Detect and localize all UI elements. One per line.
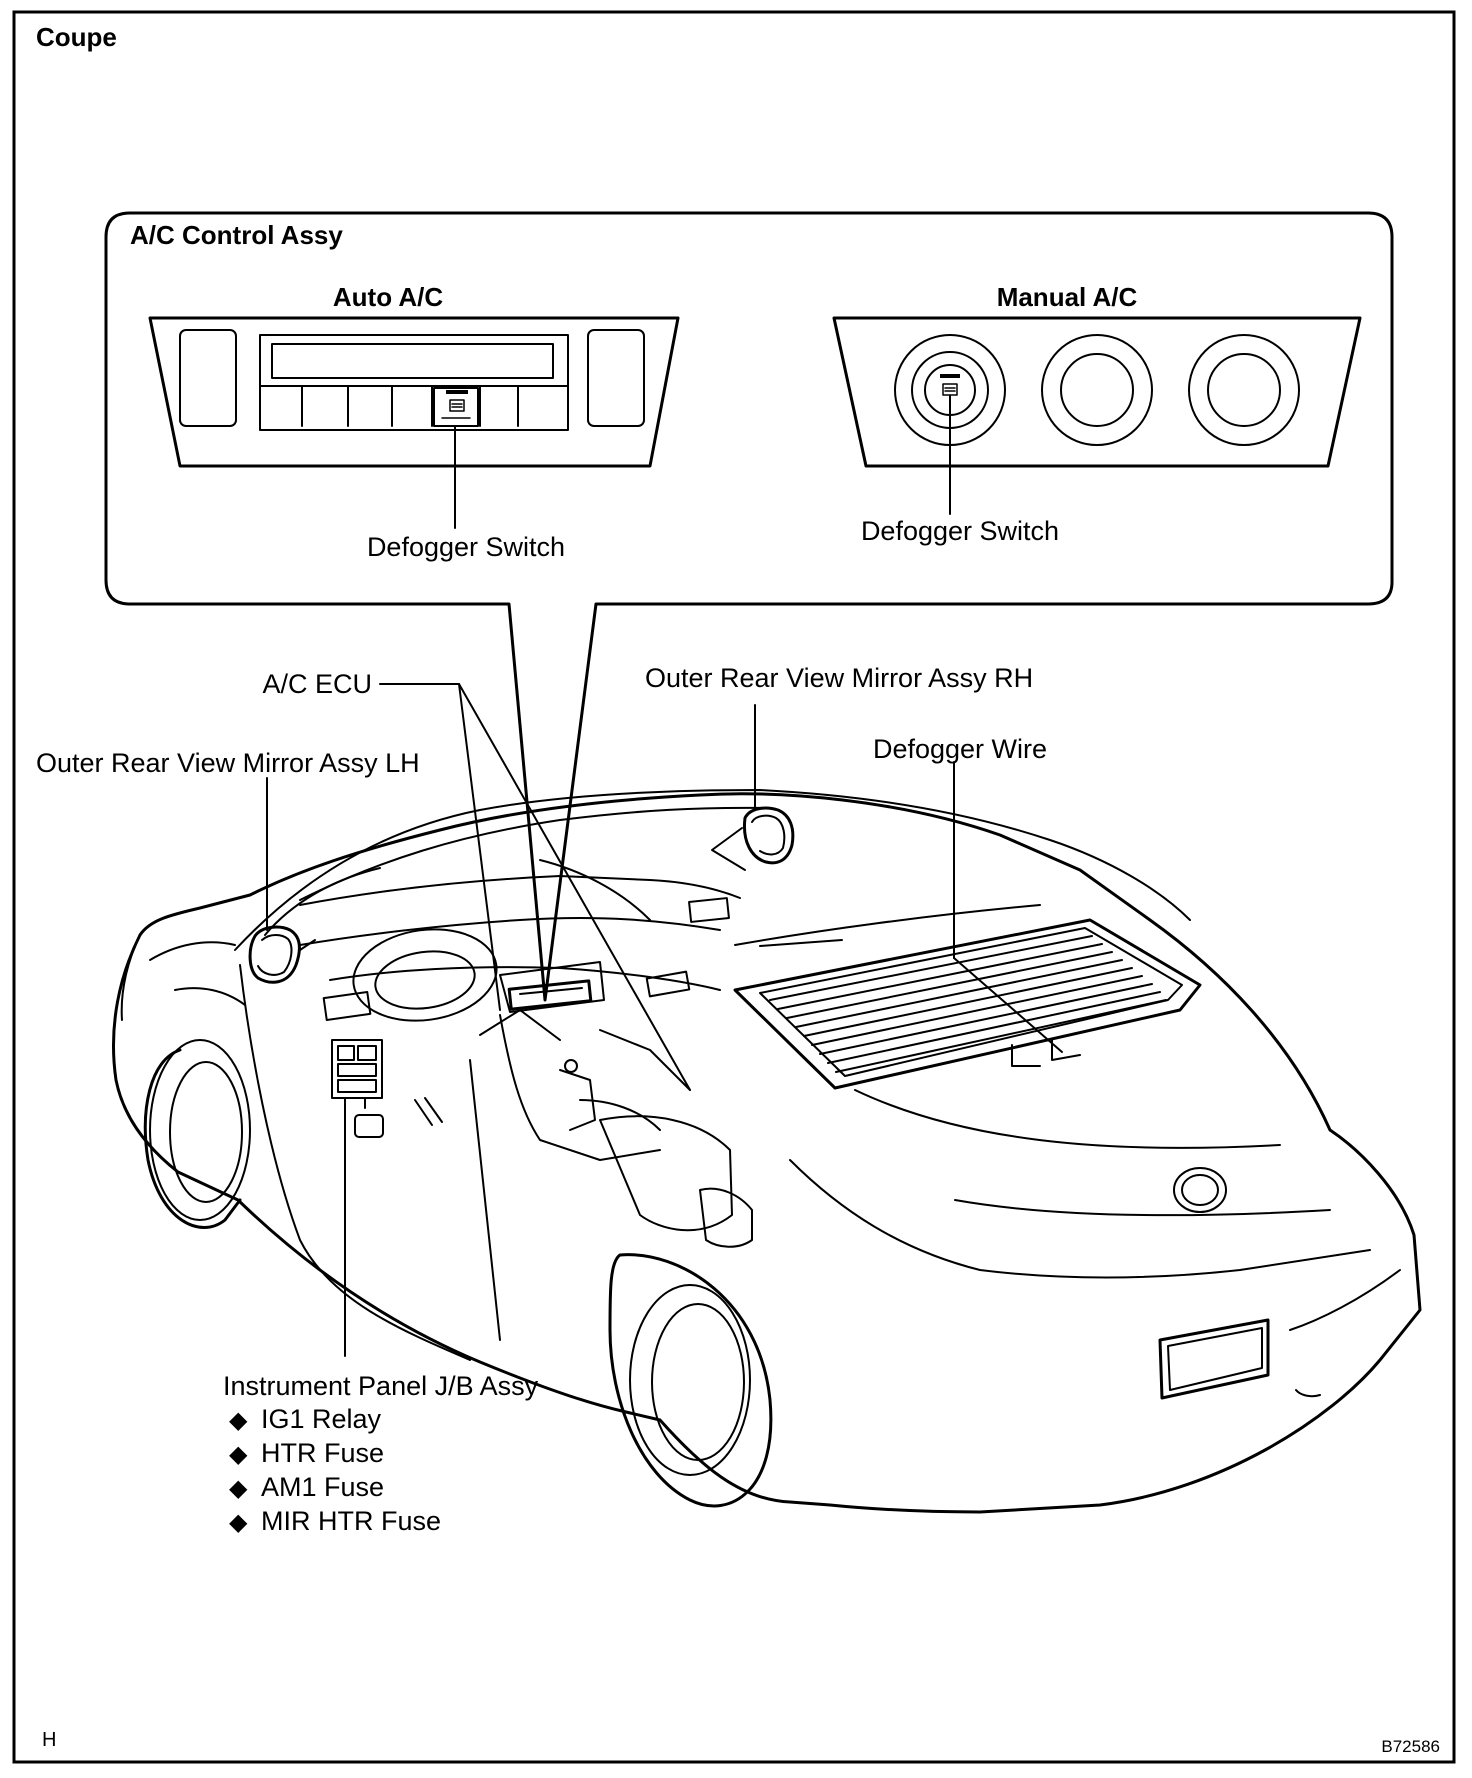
jb-item-list: ◆ IG1 Relay ◆ HTR Fuse ◆ AM1 Fuse ◆ MIR … <box>229 1404 441 1536</box>
leader-lines <box>266 683 1063 1357</box>
manual-ac-title: Manual A/C <box>997 282 1138 312</box>
car-illustration <box>112 789 1422 1514</box>
dashboard <box>264 859 753 1248</box>
figure-frame <box>12 10 1456 1764</box>
junction-block <box>331 1039 383 1109</box>
manual-dial-right[interactable] <box>1188 334 1300 446</box>
rear-window <box>733 918 1202 1090</box>
manual-defogger-switch-label: Defogger Switch <box>861 516 1059 546</box>
rear-emblem <box>1173 1167 1227 1213</box>
manual-ac-panel: Manual A/C Defogger Switch <box>832 282 1362 546</box>
auto-defogger-switch-label: Defogger Switch <box>367 532 565 562</box>
front-wheel <box>143 1039 251 1229</box>
auto-ac-title: Auto A/C <box>333 282 443 312</box>
jb-item-bullet-icon: ◆ <box>229 1441 248 1468</box>
mirror-lh-label: Outer Rear View Mirror Assy LH <box>36 748 420 778</box>
steering-wheel <box>352 928 498 1022</box>
jb-item-bullet-icon: ◆ <box>229 1475 248 1502</box>
jb-item: AM1 Fuse <box>261 1472 384 1502</box>
jb-item-bullet-icon: ◆ <box>229 1407 248 1434</box>
license-plate <box>1158 1318 1270 1400</box>
ac-control-inset: A/C Control Assy Auto A/C Defogger Switc… <box>104 211 1394 1002</box>
ac-control-unit <box>507 979 593 1011</box>
inset-panel <box>104 211 1394 1002</box>
defogger-wire <box>769 935 1167 1073</box>
defogger-wire-label: Defogger Wire <box>873 734 1047 764</box>
manual-defogger-indicator-icon <box>940 374 960 378</box>
mirror-lh <box>248 925 316 984</box>
manual-dial-center[interactable] <box>1041 334 1153 446</box>
mirror-rh <box>711 806 795 871</box>
auto-defogger-indicator-icon <box>446 390 468 394</box>
jb-item: IG1 Relay <box>261 1404 382 1434</box>
rear-wheel <box>608 1253 773 1508</box>
inset-title: A/C Control Assy <box>130 220 343 250</box>
corner-letter: H <box>42 1729 56 1751</box>
jb-item: HTR Fuse <box>261 1438 384 1468</box>
jb-label: Instrument Panel J/B Assy <box>223 1371 539 1401</box>
figure-code: B72586 <box>1381 1737 1440 1756</box>
jb-item-bullet-icon: ◆ <box>229 1509 248 1536</box>
rear-defog-symbol-icon <box>449 399 465 412</box>
mirror-rh-label: Outer Rear View Mirror Assy RH <box>645 663 1033 693</box>
figure-title: Coupe <box>36 22 117 52</box>
ac-ecu-label: A/C ECU <box>262 669 372 699</box>
auto-ac-panel: Auto A/C Defogger Switch <box>148 282 680 562</box>
jb-item: MIR HTR Fuse <box>261 1506 441 1536</box>
